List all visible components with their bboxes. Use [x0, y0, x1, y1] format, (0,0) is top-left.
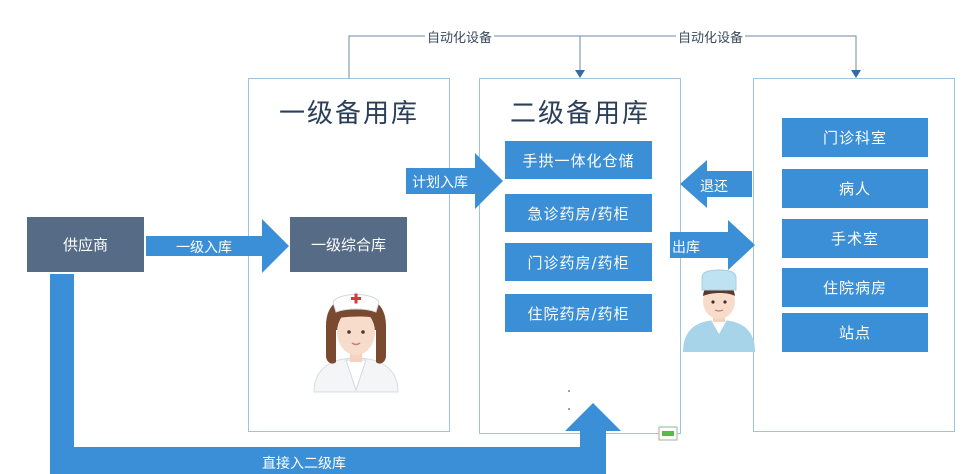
automation-label-left: 自动化设备	[425, 27, 495, 46]
level1-warehouse-box: 一级综合库	[290, 217, 407, 272]
staff-illustration	[683, 269, 755, 352]
out-arrow	[670, 220, 755, 270]
automation-connector	[348, 35, 857, 78]
level1-in-arrow	[146, 219, 289, 273]
connector-arrowhead-level2	[575, 70, 585, 78]
department-operating-room: 手术室	[782, 219, 928, 258]
department-inpatient-ward: 住院病房	[782, 268, 928, 307]
level2-item-integrated-storage: 手拱一体化仓储	[505, 141, 652, 179]
return-arrow	[680, 160, 752, 208]
level1-in-label: 一级入库	[176, 240, 232, 256]
level2-item-inpatient-pharmacy: 住院药房/药柜	[505, 294, 652, 332]
direct-in-label: 直接入二级库	[262, 456, 346, 472]
department-outpatient: 门诊科室	[782, 118, 928, 157]
department-patient: 病人	[782, 169, 928, 208]
plan-in-arrow	[406, 153, 503, 209]
level2-item-emergency-pharmacy: 急诊药房/药柜	[505, 194, 652, 232]
connector-arrowhead-departments	[851, 70, 861, 78]
level1-title: 一级备用库	[278, 99, 419, 129]
direct-in-arrow	[50, 274, 621, 474]
supplier-box: 供应商	[27, 217, 144, 272]
plan-in-label: 计划入库	[412, 175, 468, 191]
return-label: 退还	[700, 179, 728, 195]
resize-marker	[658, 426, 678, 441]
department-station: 站点	[782, 313, 928, 352]
automation-label-right: 自动化设备	[676, 27, 746, 46]
level2-item-outpatient-pharmacy: 门诊药房/药柜	[505, 243, 652, 281]
dot-2	[568, 408, 570, 410]
dot-1	[568, 390, 570, 392]
nurse-illustration	[313, 293, 399, 393]
out-label: 出库	[672, 240, 700, 256]
level2-title: 二级备用库	[509, 99, 650, 129]
